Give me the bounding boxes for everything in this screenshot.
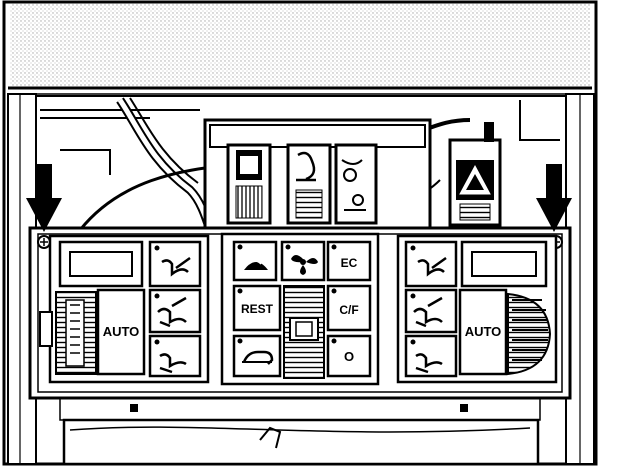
off-label: O bbox=[344, 349, 354, 364]
mode-button-feet-right[interactable] bbox=[404, 334, 458, 378]
mode-button-bilevel-left[interactable] bbox=[148, 288, 202, 334]
arrow-left bbox=[26, 164, 62, 232]
auto-button-right[interactable] bbox=[458, 288, 508, 376]
airflow-bilevel-icon bbox=[157, 296, 187, 328]
screw-icon bbox=[37, 235, 51, 249]
auto-label-left: AUTO bbox=[103, 324, 140, 339]
recirculation-button[interactable] bbox=[232, 334, 282, 378]
airflow-feet-icon bbox=[159, 353, 187, 374]
arrow-right bbox=[536, 164, 572, 232]
fan-button[interactable] bbox=[280, 240, 326, 282]
mode-button-face-right[interactable] bbox=[404, 240, 458, 288]
airflow-bilevel-icon bbox=[413, 296, 443, 328]
ec-button[interactable]: EC bbox=[326, 240, 372, 282]
cf-button[interactable]: C/F bbox=[326, 284, 372, 332]
ec-label: EC bbox=[341, 256, 358, 270]
fan-icon bbox=[291, 255, 318, 275]
airflow-face-icon bbox=[417, 256, 447, 277]
auto-button-left[interactable] bbox=[96, 288, 146, 376]
dash-top-panel bbox=[10, 4, 590, 86]
mode-button-feet-left[interactable] bbox=[148, 334, 202, 378]
upper-switch-3 bbox=[334, 143, 378, 225]
defrost-button[interactable] bbox=[232, 240, 278, 282]
auto-label-right: AUTO bbox=[465, 324, 502, 339]
mode-button-face-left[interactable] bbox=[148, 240, 202, 288]
mode-button-bilevel-right[interactable] bbox=[404, 288, 458, 334]
airflow-face-icon bbox=[161, 256, 191, 277]
recirculation-icon bbox=[242, 350, 274, 365]
cf-label: C/F bbox=[339, 303, 358, 317]
airflow-feet-icon bbox=[415, 353, 443, 374]
rest-label: REST bbox=[241, 302, 274, 316]
off-button[interactable]: O bbox=[326, 334, 372, 378]
rest-button[interactable]: REST bbox=[232, 284, 282, 332]
